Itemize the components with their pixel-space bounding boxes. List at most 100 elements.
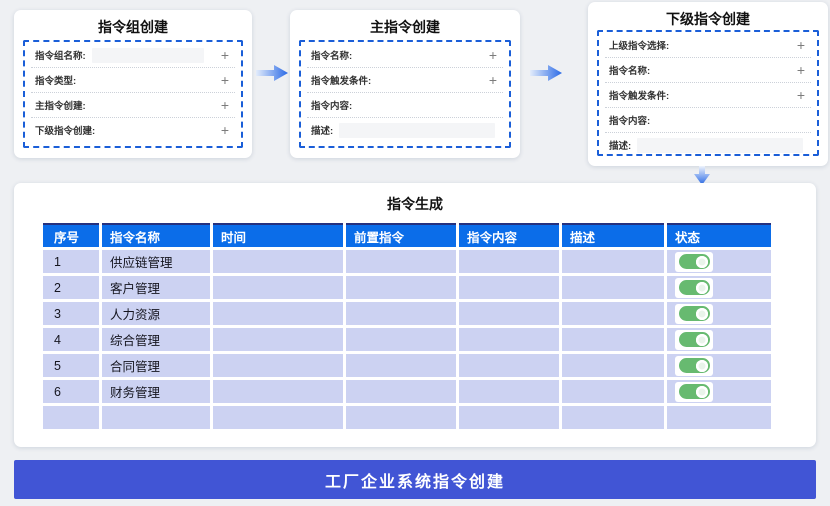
field-label: 指令触发条件: — [609, 91, 670, 102]
field-label: 描述: — [609, 141, 632, 152]
status-toggle[interactable] — [675, 355, 713, 376]
add-icon[interactable]: + — [488, 72, 497, 88]
cell-status — [667, 250, 771, 273]
form-field: 指令内容: — [307, 92, 503, 117]
cell-instruction-name: 客户管理 — [102, 276, 210, 299]
panel-title: 下级指令创建 — [666, 11, 750, 27]
field-input[interactable] — [339, 122, 495, 138]
cell-pre-instruction — [346, 276, 456, 299]
cell-status — [667, 276, 771, 299]
field-input[interactable] — [91, 47, 204, 63]
cell-status — [667, 328, 771, 351]
add-icon[interactable]: + — [220, 122, 229, 138]
cell-instruction-name: 合同管理 — [102, 354, 210, 377]
status-toggle[interactable] — [675, 303, 713, 324]
cell-status — [667, 380, 771, 403]
field-label: 下级指令创建: — [35, 126, 96, 137]
cell-time — [213, 250, 343, 273]
cell-index: 2 — [43, 276, 99, 299]
cell-description — [562, 380, 664, 403]
status-toggle[interactable] — [675, 277, 713, 298]
cell-description — [562, 406, 664, 429]
column-header: 描述 — [562, 223, 664, 247]
cell-pre-instruction — [346, 406, 456, 429]
column-header: 前置指令 — [346, 223, 456, 247]
cell-index: 4 — [43, 328, 99, 351]
field-label: 指令触发条件: — [311, 76, 372, 87]
field-label: 描述: — [311, 126, 334, 137]
table-header-row: 序号指令名称时间前置指令指令内容描述状态 — [43, 223, 771, 247]
toggle-track — [678, 332, 710, 347]
status-toggle[interactable] — [675, 251, 713, 272]
panel-instruction-group-create: 指令组创建 指令组名称:+指令类型:+主指令创建:+下级指令创建:+ — [14, 10, 252, 158]
status-toggle[interactable] — [675, 381, 713, 402]
toggle-knob — [696, 307, 708, 320]
add-icon[interactable]: + — [220, 97, 229, 113]
field-label: 主指令创建: — [35, 101, 86, 112]
column-header: 时间 — [213, 223, 343, 247]
column-header: 指令内容 — [459, 223, 559, 247]
cell-instruction-name: 供应链管理 — [102, 250, 210, 273]
toggle-knob — [696, 333, 708, 346]
cell-instruction-content — [459, 406, 559, 429]
cell-pre-instruction — [346, 380, 456, 403]
flow-arrow-down-icon — [694, 166, 710, 185]
form-field: 指令名称: + — [307, 43, 503, 67]
cell-description — [562, 250, 664, 273]
status-toggle[interactable] — [675, 329, 713, 350]
field-label: 指令名称: — [311, 51, 353, 62]
cell-time — [213, 406, 343, 429]
cell-instruction-content — [459, 276, 559, 299]
form-field: 描述: — [605, 132, 811, 157]
form-field: 上级指令选择:+ — [605, 33, 811, 57]
generation-title: 指令生成 — [387, 196, 443, 212]
add-icon[interactable]: + — [220, 72, 229, 88]
add-icon[interactable]: + — [220, 47, 229, 63]
toggle-knob — [696, 255, 708, 268]
cell-index: 5 — [43, 354, 99, 377]
add-icon[interactable]: + — [796, 37, 805, 53]
cell-instruction-content — [459, 302, 559, 325]
toggle-knob — [696, 281, 708, 294]
panel-form-border: 上级指令选择:+指令名称:+指令触发条件:+指令内容:描述: — [597, 30, 819, 156]
field-label: 指令内容: — [311, 101, 353, 112]
toggle-track — [678, 280, 710, 295]
column-header: 序号 — [43, 223, 99, 247]
cell-index: 1 — [43, 250, 99, 273]
add-icon[interactable]: + — [796, 87, 805, 103]
cell-instruction-name: 综合管理 — [102, 328, 210, 351]
flow-arrow-right-icon — [256, 65, 288, 81]
panel-form-border: 指令组名称:+指令类型:+主指令创建:+下级指令创建:+ — [23, 40, 243, 148]
panel-title: 主指令创建 — [370, 19, 440, 35]
toggle-track — [678, 254, 710, 269]
cell-description — [562, 328, 664, 351]
cell-time — [213, 328, 343, 351]
toggle-knob — [696, 359, 708, 372]
column-header: 指令名称 — [102, 223, 210, 247]
toggle-track — [678, 358, 710, 373]
add-icon[interactable]: + — [796, 62, 805, 78]
cell-description — [562, 276, 664, 299]
add-icon[interactable]: + — [488, 47, 497, 63]
flow-arrow-right-icon — [530, 65, 562, 81]
field-label: 指令内容: — [609, 116, 651, 127]
cell-description — [562, 302, 664, 325]
cell-instruction-name: 财务管理 — [102, 380, 210, 403]
cell-pre-instruction — [346, 354, 456, 377]
toggle-knob — [696, 385, 708, 398]
panel-title: 指令组创建 — [98, 19, 168, 35]
form-field: 指令触发条件: + — [307, 67, 503, 92]
field-input[interactable] — [637, 137, 803, 153]
form-field: 指令内容: — [605, 107, 811, 132]
toggle-track — [678, 306, 710, 321]
form-field: 主指令创建: + — [31, 92, 235, 117]
toggle-track — [678, 384, 710, 399]
form-field: 指令类型:+ — [31, 67, 235, 92]
